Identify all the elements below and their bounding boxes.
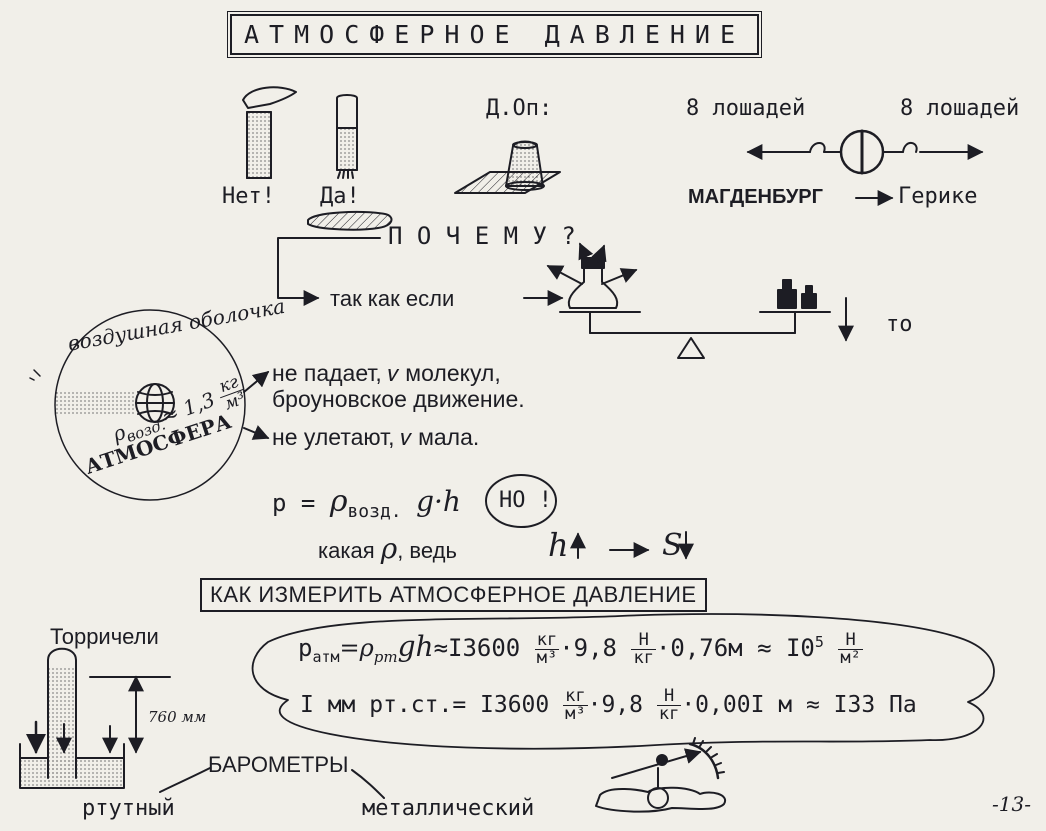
suction-cup-icon [455, 142, 560, 194]
balance-scale-icon [560, 280, 830, 358]
atmosphere-ring-icon [55, 310, 245, 500]
eq2-unit-2-den: кг [658, 704, 680, 724]
demo-label: Д.Оп: [486, 96, 553, 121]
pointer-line-icon [352, 770, 384, 798]
eq1-lhs: p [298, 634, 313, 662]
metal-barometer-label: металлический [362, 796, 535, 821]
which-rho: ρ [380, 532, 398, 565]
which-line: какая ρ, ведь [318, 532, 457, 565]
height-symbol: h [548, 526, 569, 564]
ink-mark-icon [30, 370, 40, 380]
page-number: -13- [992, 792, 1031, 816]
bracket-arrow-icon [278, 238, 380, 306]
city-label: МАГДЕНБУРГ [688, 186, 823, 208]
eq1-rho: =ρ [339, 634, 374, 662]
eq2-lhs: I мм рт.ст.= I3600 [300, 692, 550, 718]
eq1-unit-2-num: Н [631, 631, 656, 650]
tube-no-label: Нет! [222, 184, 275, 209]
note-line-2: броуновское движение. [272, 386, 525, 412]
arrow-up-right-icon [244, 370, 270, 392]
horses-left-label: 8 лошадей [686, 96, 806, 121]
pressure-formula: p = ρвозд. g·h [272, 484, 461, 522]
eq1-rho-sub: рт [373, 647, 398, 666]
torricelli-label: Торричели [50, 624, 159, 649]
arrow-down-right-icon [244, 425, 270, 440]
formula-p: p = [272, 489, 316, 517]
formula-sub: возд. [347, 500, 402, 522]
eq1-gh: gh [397, 630, 434, 663]
eq2-tail: ·0,00I м ≈ I33 Па [681, 692, 917, 718]
eq1-unit-1-num: кг [534, 629, 560, 650]
eq2-unit-1-den: м³ [565, 704, 586, 724]
eq2-unit-1-num: кг [563, 686, 588, 706]
section-title: КАК ИЗМЕРИТЬ АТМОСФЕРНОЕ ДАВЛЕНИЕ [200, 578, 707, 612]
but-label: НО ! [499, 488, 552, 513]
eq1-value: ≈I3600 [433, 634, 521, 662]
eq1-power: 5 [814, 633, 824, 651]
because-if-label: так как если [330, 286, 455, 311]
which-after: , ведь [397, 538, 457, 563]
formula-gh: g·h [416, 485, 461, 518]
barometers-label: БАРОМЕТРЫ [208, 752, 349, 777]
eq2-unit-2-num: Н [656, 688, 682, 706]
eq1-tail: ·0,76м ≈ I0 [655, 634, 815, 662]
tube-yes-label: Да! [320, 184, 360, 209]
cloud-outline-icon [253, 614, 994, 749]
eq1-unit-3-den: м² [840, 647, 861, 668]
eq1-unit-3-num: Н [838, 631, 863, 650]
torricelli-tube-icon [20, 649, 170, 788]
eq1-lhs-sub: атм [312, 647, 340, 666]
scientist-label: Герике [898, 184, 978, 209]
eq1-mid: ·9,8 [559, 634, 617, 662]
eq1-unit-2-den: кг [633, 647, 654, 668]
tube-no-icon [243, 87, 296, 178]
mercury-barometer-label: ртутный [82, 796, 175, 821]
page-title: АТМОСФЕРНОЕ ДАВЛЕНИЕ [226, 11, 763, 58]
formula-rho: ρ [329, 484, 348, 519]
magdeburg-hemispheres-icon [746, 131, 984, 173]
which-text: какая [318, 538, 375, 563]
tube-yes-icon [337, 95, 357, 178]
but-circle-icon [486, 475, 556, 527]
eq2-mid: ·9,8 [587, 692, 643, 718]
area-symbol: S [662, 528, 683, 563]
note-line-3: не улетают, 𝑣 мала. [272, 424, 480, 450]
torricelli-height: 760 мм [148, 708, 207, 726]
then-label: то [886, 312, 913, 337]
horses-right-label: 8 лошадей [900, 96, 1020, 121]
note-line-1: не падает, 𝑣 молекул, [272, 360, 501, 386]
why-heading: П О Ч Е М У ? [388, 222, 576, 250]
eq1-unit-1-den: м³ [536, 647, 558, 668]
aneroid-barometer-icon [596, 738, 725, 812]
flask-icon [546, 242, 638, 308]
water-puddle-icon [308, 212, 391, 230]
pointer-line-icon [160, 768, 210, 792]
